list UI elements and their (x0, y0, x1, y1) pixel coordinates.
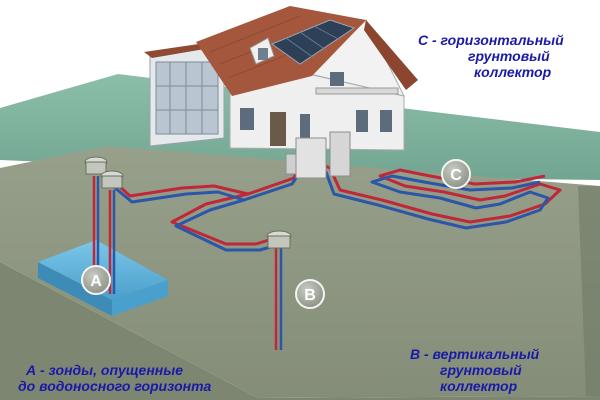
probe-cap-a2-body (101, 175, 123, 189)
collector-pipe-blue (299, 158, 550, 230)
probe-cap-a1-body (85, 161, 107, 175)
caption-b-line1: В - вертикальный (410, 346, 540, 362)
ground-top-surface (0, 146, 600, 398)
caption-a-line2: до водоносного горизонта (18, 378, 212, 394)
lateral-pipe-blue (107, 180, 289, 252)
balcony-window (330, 72, 344, 86)
caption-a-line1: А - зонды, опущенные (26, 362, 183, 378)
caption-c-line2: грунтовый (468, 48, 550, 64)
glass-wing-window (155, 61, 219, 135)
heat-pump-box (285, 153, 297, 175)
marker-c-label: C (450, 167, 462, 184)
heat-pump-unit (295, 137, 327, 179)
caption-c-line1: С - горизонтальный (418, 32, 564, 48)
solar-panel (270, 19, 356, 65)
dormer-window (258, 48, 268, 60)
aquifer-water-side (38, 262, 112, 316)
house (144, 6, 418, 179)
aquifer-water-front (112, 280, 168, 316)
house-window-2 (300, 114, 310, 140)
caption-b-line3: коллектор (440, 378, 518, 394)
marker-b-label: B (304, 287, 316, 304)
caption-horizontal-collector: С - горизонтальный грунтовый коллектор (418, 32, 564, 80)
marker-a-circle (81, 265, 111, 295)
marker-a-label: A (90, 273, 102, 290)
collector-pipe-red (299, 154, 562, 224)
balcony-rail (315, 87, 399, 95)
house-window-4 (380, 110, 392, 132)
house-window-1 (240, 108, 254, 130)
lateral-pipe-red (106, 174, 283, 246)
caption-vertical-collector: В - вертикальный грунтовый коллектор (410, 346, 539, 394)
marker-a: A (81, 265, 111, 295)
heat-pump-tank (329, 131, 351, 177)
probe-caps (84, 156, 292, 249)
marker-c-circle (441, 159, 471, 189)
caption-probes-aquifer: А - зонды, опущенные до водоносного гори… (18, 362, 211, 394)
house-roof-right (364, 20, 418, 90)
ground-front-face (0, 262, 600, 400)
marker-b-circle (295, 279, 325, 309)
caption-c-line3: коллектор (474, 64, 552, 80)
house-window-3 (356, 110, 368, 132)
ground-right-face (578, 186, 600, 396)
house-door (270, 112, 286, 146)
marker-c: C (441, 159, 471, 189)
marker-b: B (295, 279, 325, 309)
horizontal-collector-pipes (299, 154, 562, 230)
caption-b-line2: грунтовый (440, 362, 522, 378)
probe-cap-b-body (267, 235, 291, 249)
